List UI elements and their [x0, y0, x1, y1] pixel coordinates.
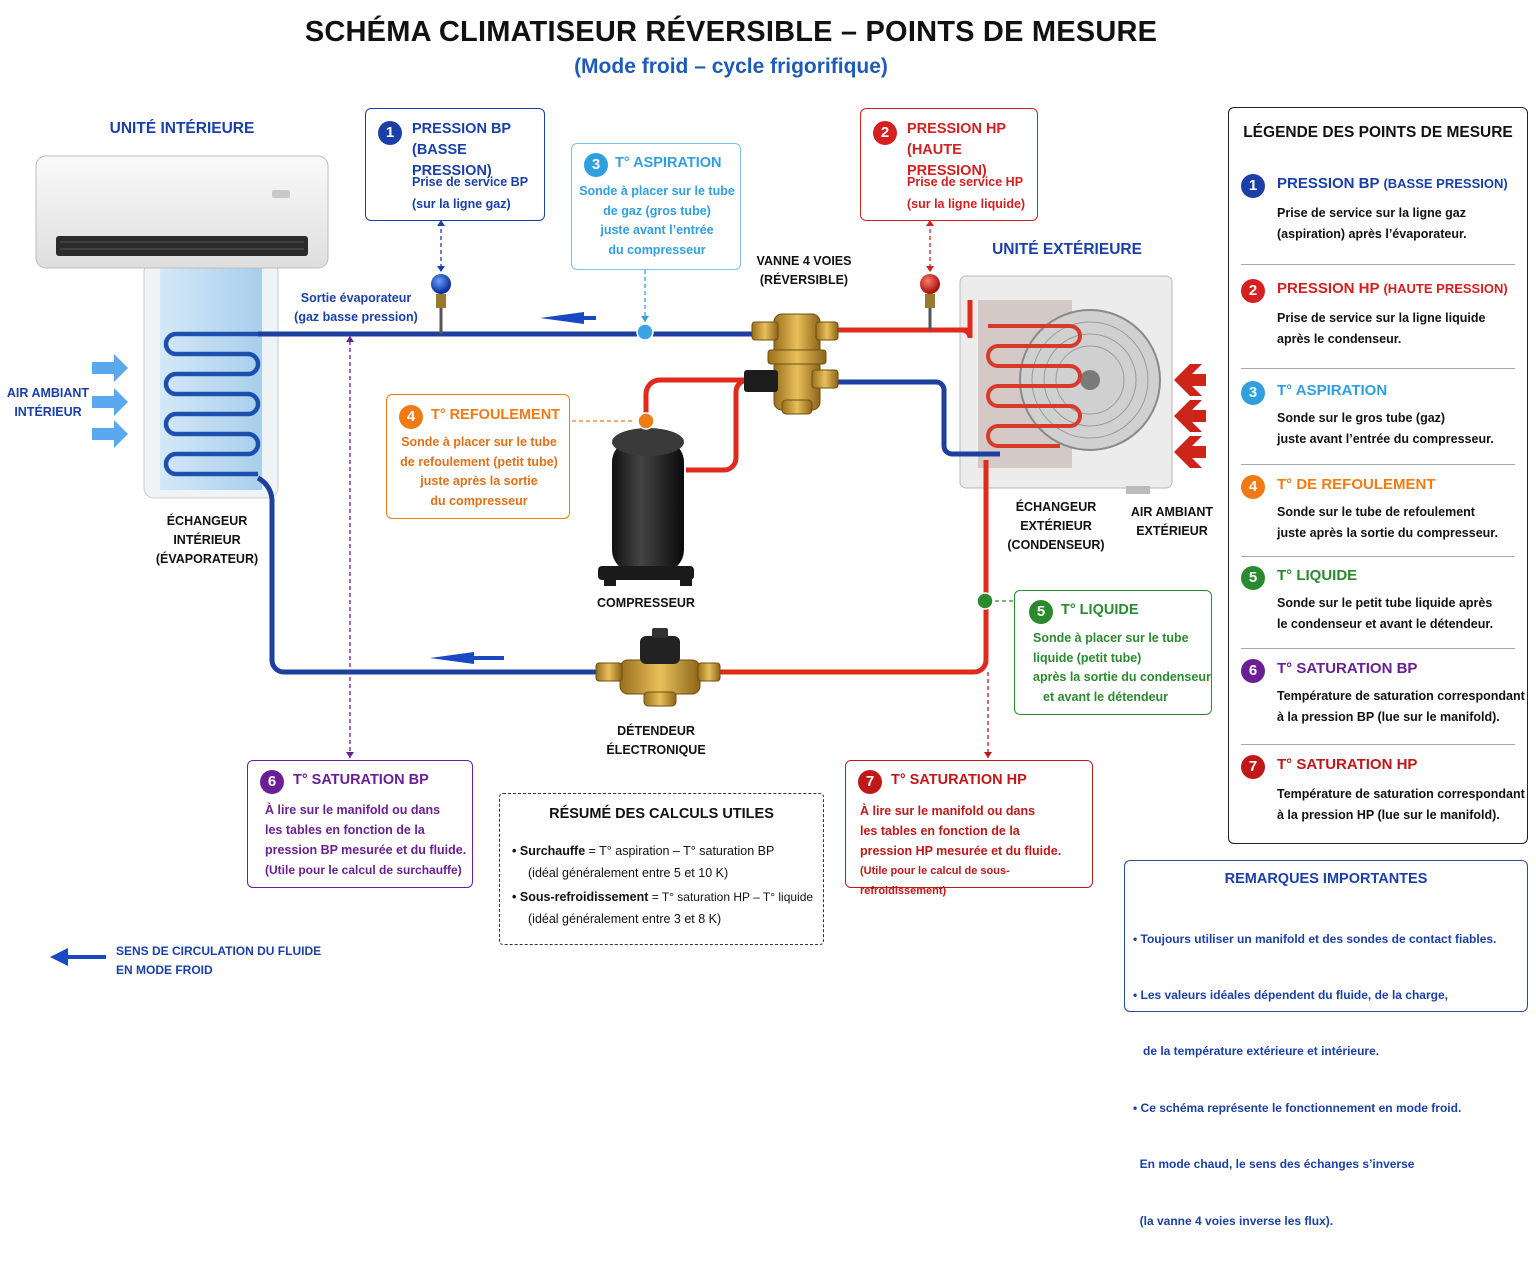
outdoor-unit-label: UNITÉ EXTÉRIEURE: [992, 241, 1142, 258]
compressor-illustration: [598, 428, 694, 586]
remarks-title: REMARQUES IMPORTANTES: [1224, 871, 1428, 887]
remarks-lines: • Toujours utiliser un manifold et des s…: [1133, 931, 1497, 1228]
flow-arrows: [430, 312, 596, 664]
point-4-title: T° REFOULEMENT: [431, 407, 561, 423]
lp-return-line: [256, 475, 598, 675]
point-3-title: T° ASPIRATION: [615, 155, 722, 171]
hp-service-port: [920, 274, 940, 330]
indoor-unit-label: UNITÉ INTÉRIEURE: [109, 120, 255, 137]
point-7-badge: 7: [858, 770, 882, 794]
page-title: SCHÉMA CLIMATISEUR RÉVERSIBLE – POINTS D…: [304, 16, 1158, 48]
point-4-box: 4 T° REFOULEMENT Sonde à placer sur le t…: [386, 394, 570, 519]
compressor-label: COMPRESSEUR: [597, 596, 695, 610]
point-3-badge: 3: [584, 153, 608, 177]
liquid-line: [712, 460, 989, 675]
legend-title: LÉGENDE DES POINTS DE MESURE: [1243, 124, 1513, 141]
expansion-valve-illustration: [595, 628, 721, 707]
point-6-badge: 6: [260, 770, 284, 794]
four-way-valve-illustration: [744, 313, 839, 415]
refrigeration-schematic: [35, 155, 1206, 966]
summary-item-2: • Sous-refroidissement = T° saturation H…: [512, 890, 814, 926]
four-way-valve-label: VANNE 4 VOIES(RÉVERSIBLE): [756, 254, 852, 287]
t5-sensor: [976, 592, 994, 610]
discharge-line: [643, 377, 744, 420]
outdoor-coil: [986, 324, 1082, 448]
flow-legend-arrow: [50, 948, 106, 966]
point-2-box: 2 PRESSION HP(HAUTE PRESSION) Prise de s…: [860, 108, 1038, 221]
indoor-air-arrows: [92, 354, 128, 448]
point-5-title: T° LIQUIDE: [1061, 602, 1139, 618]
indoor-coil: [163, 331, 261, 477]
point-4-badge: 4: [399, 405, 423, 429]
summary-title: RÉSUMÉ DES CALCULS UTILES: [549, 806, 774, 822]
t3-sensor: [636, 323, 654, 341]
outdoor-air-arrows: [1174, 364, 1206, 468]
point-1-badge: 1: [378, 121, 402, 145]
point-2-title: PRESSION HP(HAUTE PRESSION): [907, 121, 1007, 179]
point-1-text: Prise de service BP(sur la ligne gaz): [412, 175, 529, 211]
summary-item-1: • Surchauffe = T° aspiration – T° satura…: [512, 844, 775, 880]
remarks-box: REMARQUES IMPORTANTES • Toujours utilise…: [1124, 860, 1528, 1228]
evaporator-outlet-label: Sortie évaporateur(gaz basse pression): [294, 291, 418, 324]
point-3-box: 3 T° ASPIRATION Sonde à placer sur le tu…: [571, 143, 741, 270]
point-6-box: 6 T° SATURATION BP À lire sur le manifol…: [247, 760, 473, 888]
legend-panel: LÉGENDE DES POINTS DE MESURE 1 PRESSION …: [1228, 107, 1528, 844]
t4-sensor: [637, 412, 655, 430]
point-2-text: Prise de service HP(sur la ligne liquide…: [907, 175, 1026, 211]
summary-box: RÉSUMÉ DES CALCULS UTILES • Surchauffe =…: [499, 793, 824, 945]
indoor-unit-illustration: [35, 155, 329, 499]
point-1-box: 1 PRESSION BP(BASSE PRESSION) Prise de s…: [365, 108, 545, 221]
leader-arrowheads: [346, 220, 992, 758]
point-7-title: T° SATURATION HP: [891, 772, 1027, 788]
point-6-title: T° SATURATION BP: [293, 772, 429, 788]
point-2-badge: 2: [873, 121, 897, 145]
page-subtitle: (Mode froid – cycle frigorifique): [574, 55, 888, 78]
point-1-title: PRESSION BP(BASSE PRESSION): [412, 121, 512, 179]
point-5-badge: 5: [1029, 600, 1053, 624]
point-7-box: 7 T° SATURATION HP À lire sur le manifol…: [845, 760, 1093, 897]
bp-service-port: [431, 274, 451, 334]
